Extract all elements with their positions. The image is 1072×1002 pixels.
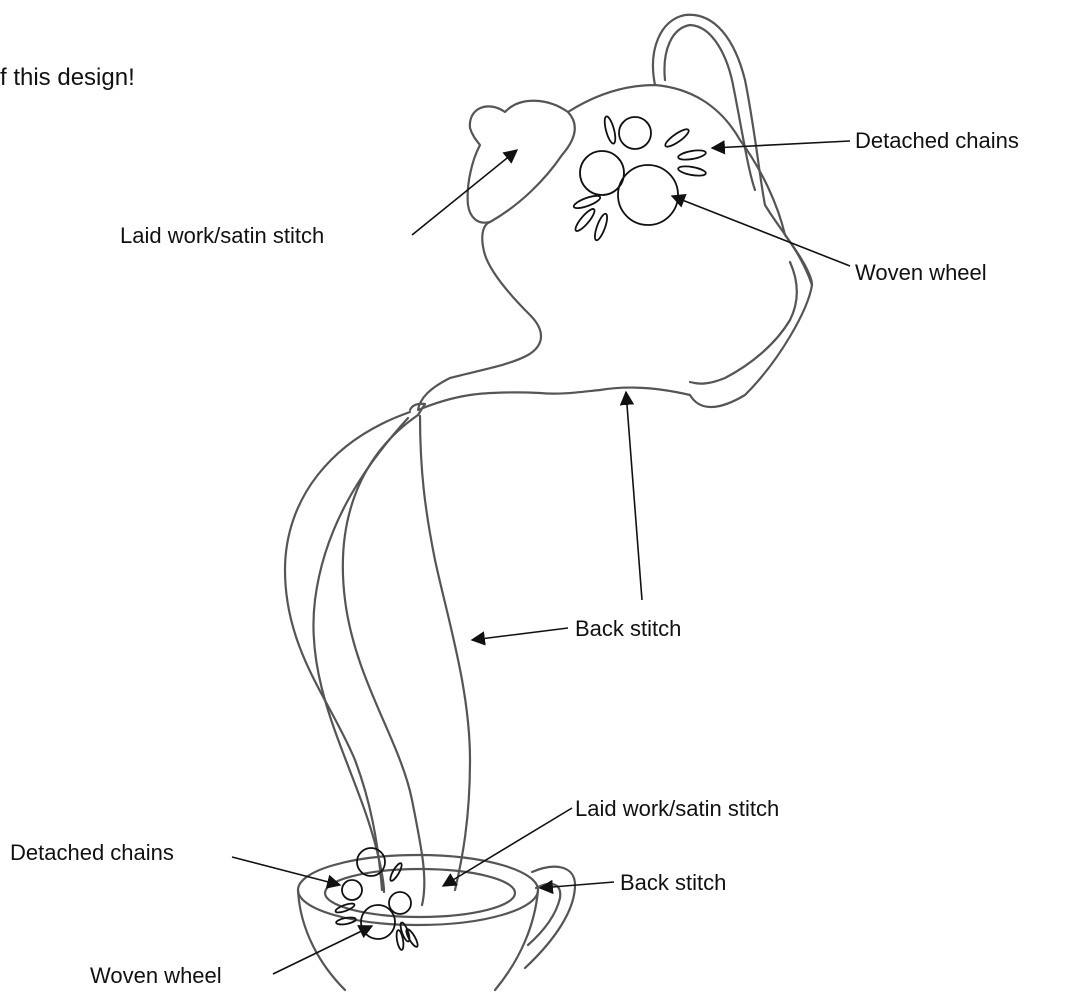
leaf bbox=[572, 193, 601, 210]
leaf bbox=[573, 207, 597, 234]
teacup-motif bbox=[335, 848, 420, 950]
label-cup-tea: Laid work/satin stitch bbox=[575, 798, 779, 820]
arrow-teapot-outline bbox=[626, 392, 642, 600]
teapot-motif bbox=[572, 115, 706, 241]
teacup-rim bbox=[298, 855, 538, 925]
arrow-cup-wheel bbox=[273, 926, 372, 974]
teapot-base-inner bbox=[690, 262, 797, 384]
leaf bbox=[395, 930, 404, 951]
arrow-tea-stream bbox=[472, 628, 568, 640]
stream-right bbox=[420, 416, 470, 890]
arrow-cup-tea bbox=[443, 808, 572, 886]
label-teapot-wheel: Woven wheel bbox=[855, 262, 987, 284]
leaf bbox=[678, 149, 707, 162]
label-cup-handle: Back stitch bbox=[620, 872, 726, 894]
leaf bbox=[603, 115, 618, 144]
leaf bbox=[592, 212, 609, 241]
teapot-wheel-medium bbox=[580, 151, 624, 195]
tea-stream bbox=[285, 412, 470, 905]
leaf bbox=[336, 916, 357, 925]
teapot-drawing bbox=[410, 15, 812, 415]
leaf bbox=[404, 928, 419, 948]
arrow-teapot-lid bbox=[412, 150, 517, 235]
cup-wheel-smaller bbox=[342, 880, 362, 900]
teapot-wheel-small bbox=[619, 117, 651, 149]
leaf bbox=[663, 127, 691, 150]
intro-text: f this design! bbox=[0, 66, 135, 90]
teapot-lid bbox=[468, 101, 575, 223]
label-teapot-lid: Laid work/satin stitch bbox=[120, 225, 324, 247]
label-tea-stream: Back stitch bbox=[575, 618, 681, 640]
arrow-cup-leaves bbox=[232, 857, 340, 885]
teacup-tea bbox=[325, 869, 515, 917]
label-teapot-leaves: Detached chains bbox=[855, 130, 1019, 152]
teapot-woven-wheel bbox=[618, 165, 678, 225]
label-cup-wheel: Woven wheel bbox=[90, 965, 222, 987]
arrow-teapot-leaves bbox=[712, 141, 850, 148]
teapot-handle bbox=[653, 15, 812, 285]
label-cup-leaves: Detached chains bbox=[10, 842, 174, 864]
teacup-drawing bbox=[298, 855, 575, 990]
stream-left bbox=[285, 412, 410, 890]
arrow-teapot-wheel bbox=[672, 196, 850, 266]
stream-inner bbox=[313, 418, 408, 892]
teapot-handle-inner bbox=[664, 25, 755, 190]
leaf bbox=[678, 165, 707, 178]
leaf bbox=[388, 862, 403, 882]
cup-wheel-right bbox=[389, 892, 411, 914]
